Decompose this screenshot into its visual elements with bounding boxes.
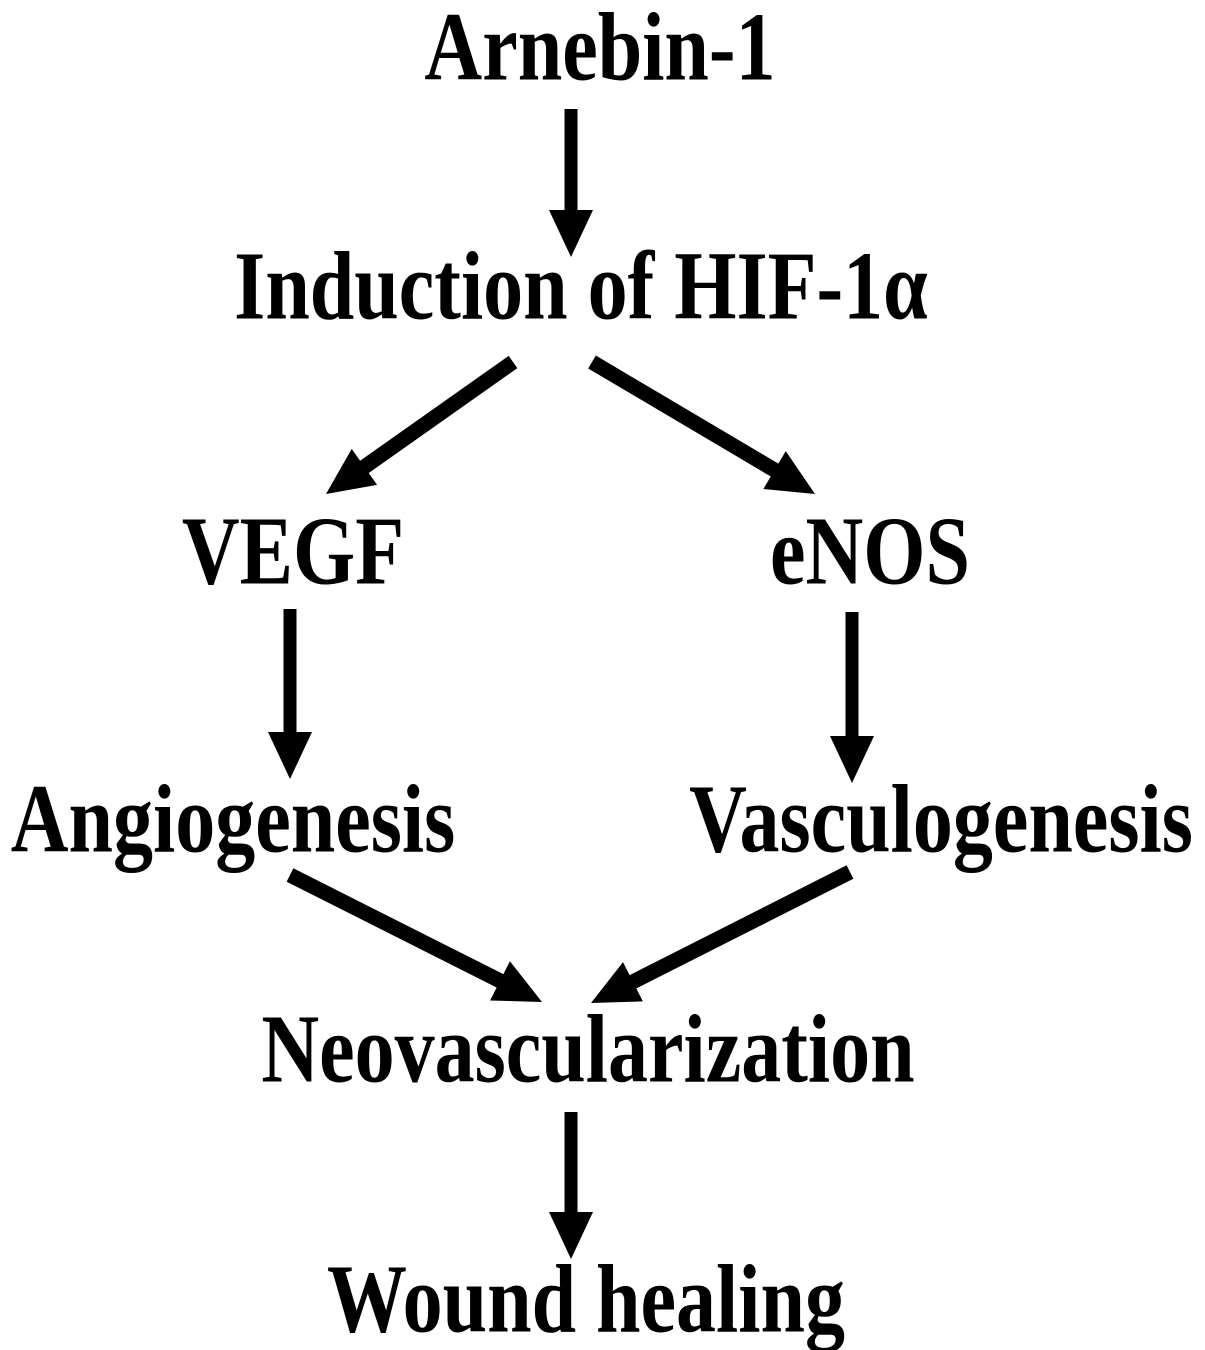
node-vegf: VEGF [181, 498, 405, 606]
node-enos: eNOS [770, 498, 970, 606]
arrow-angiogenesis-to-neovascularization [286, 868, 542, 1002]
node-vasculogenesis: Vasculogenesis [689, 766, 1193, 874]
node-neovascularization: Neovascularization [261, 996, 915, 1104]
arrow-neovascularization-to-wound-healing [549, 1112, 593, 1259]
node-wound-healing: Wound healing [326, 1246, 846, 1350]
node-angiogenesis: Angiogenesis [10, 766, 456, 874]
node-arnebin: Arnebin-1 [424, 0, 776, 102]
node-induction-of-hif: Induction of HIF-1α [234, 233, 928, 341]
arrow-vasculogenesis-to-neovascularization [591, 865, 854, 1003]
arrow-vegf-to-angiogenesis [268, 609, 312, 779]
arrow-hif-to-enos [588, 355, 815, 494]
arrow-hif-to-vegf [326, 355, 518, 494]
arrow-enos-to-vasculogenesis [830, 612, 874, 783]
arrow-arnebin-to-hif [549, 109, 593, 257]
